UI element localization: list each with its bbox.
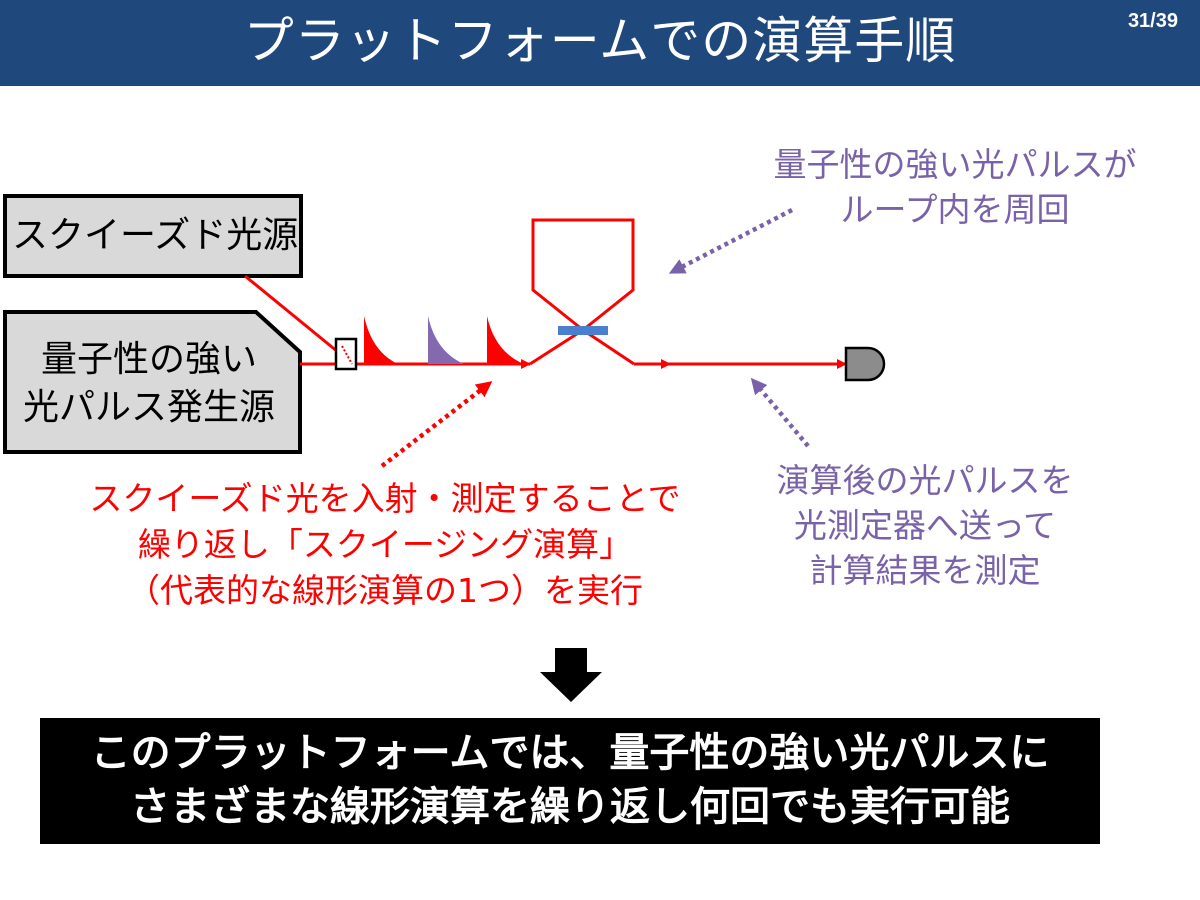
slide-header: プラットフォームでの演算手順 31/39 bbox=[0, 0, 1200, 86]
output-annotation-line-2: 光測定器へ送って bbox=[793, 506, 1057, 545]
loop-annotation: 量子性の強い光パルスが ループ内を周回 bbox=[730, 142, 1180, 232]
squeezing-annotation-line-2: 繰り返し「スクイージング演算」 bbox=[137, 525, 633, 564]
slide-title: プラットフォームでの演算手順 bbox=[243, 12, 957, 70]
conclusion-line-2: さまざまな線形演算を繰り返し何回でも実行可能 bbox=[130, 784, 1010, 830]
squeezing-annotation-line-1: スクイーズド光を入射・測定することで bbox=[89, 479, 681, 518]
squeezing-annotation: スクイーズド光を入射・測定することで 繰り返し「スクイージング演算」 （代表的な… bbox=[40, 476, 730, 614]
conclusion-line-1: このプラットフォームでは、量子性の強い光パルスに bbox=[90, 730, 1050, 776]
conclusion-box: このプラットフォームでは、量子性の強い光パルスに さまざまな線形演算を繰り返し何… bbox=[40, 718, 1100, 844]
squeezing-annotation-line-3: （代表的な線形演算の1つ）を実行 bbox=[127, 571, 643, 610]
page-number: 31/39 bbox=[1127, 10, 1178, 32]
output-annotation-arrow bbox=[750, 377, 810, 448]
beam-to-splitter bbox=[529, 328, 584, 366]
pulse-red-2 bbox=[487, 316, 524, 364]
output-annotation: 演算後の光パルスを 光測定器へ送って 計算結果を測定 bbox=[720, 458, 1130, 593]
down-arrow bbox=[540, 648, 602, 702]
photodetector bbox=[844, 346, 886, 382]
pulse-source-line-2: 光パルス発生源 bbox=[22, 387, 275, 428]
beam-from-splitter bbox=[582, 328, 635, 366]
pulse-red-1 bbox=[364, 316, 398, 364]
beam-splitter bbox=[558, 326, 608, 335]
squeezed-source-label: スクイーズド光源 bbox=[12, 215, 299, 256]
squeezed-source-box bbox=[3, 194, 303, 278]
loop-path bbox=[531, 218, 635, 332]
loop-annotation-arrow bbox=[668, 208, 794, 274]
squeezed-light-path bbox=[244, 274, 339, 354]
squeezing-annotation-arrow bbox=[380, 381, 493, 468]
pulse-source-label: 量子性の強い 光パルス発生源 bbox=[14, 336, 284, 432]
loop-annotation-line-1: 量子性の強い光パルスが bbox=[773, 145, 1137, 184]
output-annotation-line-3: 計算結果を測定 bbox=[809, 551, 1041, 590]
pulse-source-box bbox=[3, 310, 302, 454]
pulse-purple bbox=[428, 316, 464, 364]
output-annotation-line-1: 演算後の光パルスを bbox=[776, 461, 1074, 500]
pulse-source-line-1: 量子性の強い bbox=[40, 339, 257, 380]
loop-annotation-line-2: ループ内を周回 bbox=[840, 190, 1070, 229]
